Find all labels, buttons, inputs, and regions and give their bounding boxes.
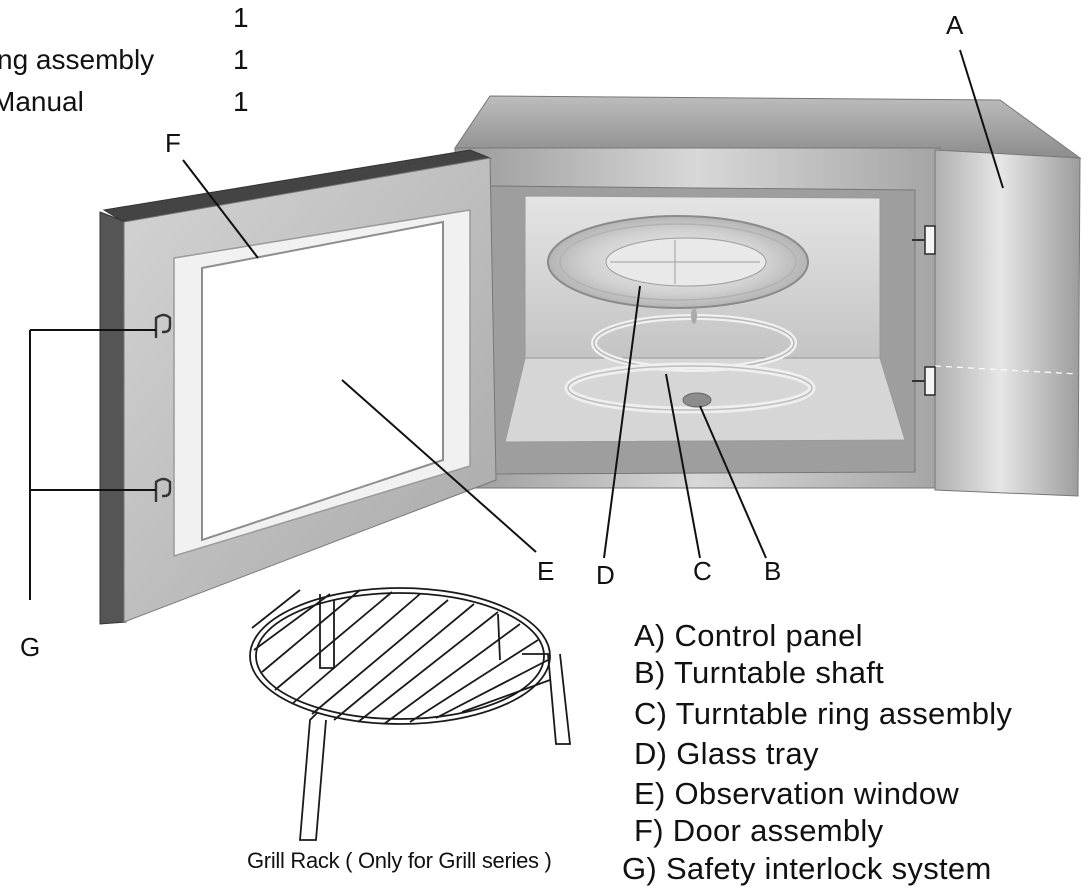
leader-lines — [29, 49, 1004, 600]
door-assembly — [99, 149, 497, 625]
legend-item-a: A) Control panel — [634, 618, 863, 653]
latch-slot-lower — [912, 366, 936, 396]
parts-list-qty-2: 1 — [233, 44, 249, 75]
callout-f: F — [165, 128, 181, 158]
leader-line-e — [341, 379, 537, 553]
parts-list-label-3: Manual — [0, 86, 84, 117]
door-hook-lower — [154, 477, 172, 502]
callout-g: G — [20, 632, 41, 662]
callout-b: B — [764, 556, 782, 586]
leader-line-c — [665, 373, 701, 559]
parts-list-qty-1: 1 — [233, 2, 249, 33]
callout-c: C — [693, 556, 712, 586]
legend-item-c: C) Turntable ring assembly — [634, 696, 1013, 731]
leader-line-d — [603, 285, 641, 559]
legend-item-f: F) Door assembly — [634, 813, 884, 848]
latch-slot-upper — [912, 225, 936, 255]
parts-list-qty-3: 1 — [233, 86, 249, 117]
grill-rack — [249, 587, 572, 841]
legend-item-d: D) Glass tray — [634, 736, 819, 771]
observation-window — [201, 220, 444, 542]
turntable-ring — [564, 308, 816, 414]
door-hook-upper — [154, 313, 172, 338]
leader-line-f — [182, 159, 259, 259]
glass-tray — [547, 215, 809, 309]
callout-d: D — [596, 560, 615, 590]
legend-item-e: E) Observation window — [634, 776, 960, 811]
parts-list-label-2: ng assembly — [0, 44, 155, 75]
door-side-edge — [99, 211, 127, 625]
legend-item-g: G) Safety interlock system — [622, 851, 992, 886]
legend-item-b: B) Turntable shaft — [634, 655, 885, 690]
leader-line-b — [699, 405, 767, 559]
callout-e: E — [537, 556, 555, 586]
grill-rack-caption: Grill Rack ( Only for Grill series ) — [247, 848, 552, 873]
leader-line-a — [959, 49, 1004, 189]
callout-a: A — [946, 10, 964, 40]
control-panel — [934, 149, 1081, 497]
turntable-shaft — [682, 392, 712, 408]
